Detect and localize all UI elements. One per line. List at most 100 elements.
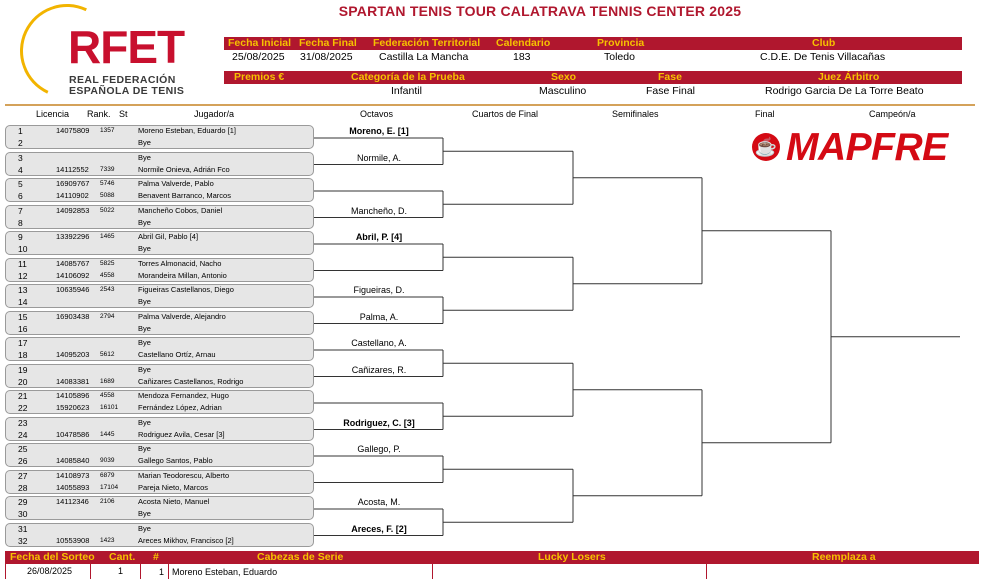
draw-position: 20 bbox=[18, 376, 28, 387]
label-lucky-losers: Lucky Losers bbox=[538, 551, 606, 563]
match-box bbox=[5, 443, 314, 467]
draw-position: 30 bbox=[18, 509, 28, 519]
draw-position: 29 bbox=[18, 497, 28, 507]
label-calendario: Calendario bbox=[496, 37, 551, 49]
draw-position: 31 bbox=[18, 523, 28, 534]
draw-position: 17 bbox=[18, 338, 28, 348]
player-name: Mancheño Cobos, Daniel bbox=[138, 205, 223, 215]
label-cant: Cant. bbox=[109, 551, 136, 563]
col-rank: Rank. bbox=[87, 109, 111, 119]
footer-sep bbox=[432, 564, 433, 579]
player-licencia: 14106092 bbox=[56, 270, 90, 280]
match-box bbox=[5, 496, 314, 520]
value-provincia: Toledo bbox=[604, 51, 635, 63]
draw-position: 28 bbox=[18, 482, 28, 493]
draw-position: 3 bbox=[18, 152, 23, 163]
footer-sep bbox=[5, 564, 6, 579]
octavos-winner: Moreno, E. [1] bbox=[349, 126, 409, 136]
player-licencia: 14092853 bbox=[56, 205, 90, 215]
value-fecha-inicial: 25/08/2025 bbox=[232, 51, 285, 63]
player-licencia: 14083381 bbox=[56, 376, 90, 386]
label-fecha-inicial: Fecha Inicial bbox=[228, 37, 292, 49]
player-name: Pareja Nieto, Marcos bbox=[138, 482, 209, 492]
match-box bbox=[5, 416, 314, 441]
value-cabeza-serie: Moreno Esteban, Eduardo bbox=[172, 567, 278, 577]
player-licencia: 14105896 bbox=[56, 391, 90, 400]
player-name: Bye bbox=[138, 444, 151, 453]
player-licencia: 13392296 bbox=[56, 232, 90, 241]
rfet-logo-line2: ESPAÑOLA DE TENIS bbox=[69, 85, 185, 97]
draw-position: 22 bbox=[18, 403, 28, 413]
col-st: St bbox=[119, 109, 128, 119]
footer-sep bbox=[90, 564, 91, 579]
draw-position: 23 bbox=[18, 417, 28, 428]
player-name: Bye bbox=[138, 364, 151, 374]
octavos-winner: Rodriguez, C. [3] bbox=[343, 417, 415, 428]
player-licencia: 10478586 bbox=[56, 429, 90, 439]
label-premios: Premios € bbox=[234, 71, 285, 83]
value-juez-arbitro: Rodrigo Garcia De La Torre Beato bbox=[765, 85, 924, 97]
player-rank: 17104 bbox=[100, 483, 119, 491]
draw-position: 6 bbox=[18, 191, 23, 201]
col-jugador: Jugador/a bbox=[194, 109, 235, 119]
player-licencia: 16903438 bbox=[56, 311, 90, 321]
col-octavos: Octavos bbox=[360, 109, 394, 119]
draw-position: 19 bbox=[18, 364, 28, 375]
draw-position: 32 bbox=[18, 535, 28, 546]
player-name: Figueiras Castellanos, Diego bbox=[138, 285, 234, 294]
player-rank: 1445 bbox=[100, 430, 115, 438]
col-campeon: Campeón/a bbox=[869, 109, 916, 119]
header-values-2: Infantil Masculino Fase Final Rodrigo Ga… bbox=[224, 85, 962, 99]
octavos-winner: Mancheño, D. bbox=[350, 205, 408, 216]
octavos-winner: Figueiras, D. bbox=[353, 285, 405, 295]
draw-position: 7 bbox=[18, 205, 23, 216]
player-name: Bye bbox=[138, 152, 151, 162]
draw-position: 1 bbox=[18, 126, 23, 136]
value-sexo: Masculino bbox=[539, 85, 587, 97]
player-licencia: 10635946 bbox=[56, 285, 90, 294]
col-cuartos: Cuartos de Final bbox=[472, 109, 539, 119]
footer-bar: Fecha del Sorteo Cant. # Cabezas de Seri… bbox=[5, 551, 979, 564]
match-box bbox=[5, 151, 314, 176]
label-fase: Fase bbox=[658, 71, 682, 83]
player-rank: 1357 bbox=[100, 127, 115, 134]
player-rank: 7339 bbox=[100, 165, 115, 173]
value-fecha-sorteo: 26/08/2025 bbox=[27, 566, 73, 576]
player-licencia: 14095203 bbox=[56, 350, 90, 359]
player-rank: 2794 bbox=[100, 312, 115, 320]
col-final: Final bbox=[755, 109, 775, 119]
header-divider bbox=[5, 104, 975, 106]
draw-position: 18 bbox=[18, 350, 28, 360]
player-name: Torres Almonacid, Nacho bbox=[138, 258, 222, 268]
draw-position: 27 bbox=[18, 470, 28, 481]
octavos-winner: Castellano, A. bbox=[351, 338, 407, 348]
label-federacion: Federación Territorial bbox=[373, 37, 481, 49]
value-categoria: Infantil bbox=[391, 85, 422, 97]
player-row: 3 Bye bbox=[0, 152, 314, 164]
player-name: Mendoza Fernandez, Hugo bbox=[138, 391, 229, 400]
rfet-logo-line1: REAL FEDERACIÓN bbox=[69, 74, 176, 86]
player-name: Palma Valverde, Alejandro bbox=[138, 311, 226, 321]
draw-position: 26 bbox=[18, 456, 28, 466]
player-name: Bye bbox=[138, 138, 151, 147]
draw-position: 24 bbox=[18, 429, 28, 440]
octavos-winner: Areces, F. [2] bbox=[351, 523, 407, 534]
